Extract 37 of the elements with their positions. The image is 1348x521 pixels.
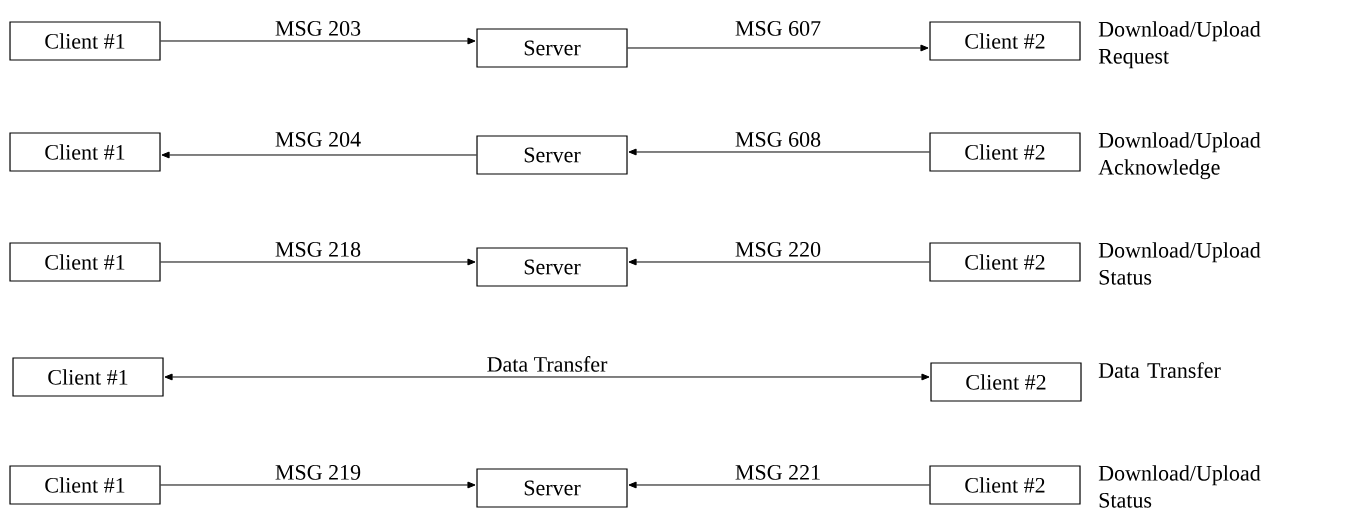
message-box: Client #1 [12,357,164,397]
arrow [628,258,930,266]
message-box: Client #1 [9,132,161,172]
description-text: Download/Upload Request [1098,21,1261,69]
message-box: Client #2 [930,362,1082,402]
arrow [160,258,476,266]
edge-label: MSG 607 [735,20,821,36]
message-box: Client #1 [9,21,161,61]
edge-label: MSG 219 [275,465,361,480]
message-box: Server [476,28,628,68]
edge-label: Data Transfer [487,356,608,372]
arrow [161,151,477,159]
description-text: Data Transfer [1098,362,1221,378]
edge-label: MSG 218 [275,241,361,257]
message-box: Server [476,247,628,287]
arrow [160,481,476,489]
description-text: Download/Upload Acknowledge [1098,132,1261,180]
message-box: Client #2 [929,132,1081,172]
arrow [627,44,929,52]
message-box: Client #2 [929,242,1081,282]
arrow [628,148,930,156]
edge-label: MSG 220 [735,241,821,257]
message-box: Client #1 [9,465,161,505]
message-box: Client #2 [929,21,1081,61]
edge-label: MSG 608 [735,131,821,147]
message-box: Server [476,468,628,508]
edge-label: MSG 204 [275,131,361,147]
description-text: Download/Upload Status [1098,465,1261,508]
arrow [628,481,930,489]
arrow [164,373,930,381]
edge-label: MSG 221 [735,465,820,480]
arrow [160,37,476,45]
message-box: Client #1 [9,242,161,282]
description-text: Download/Upload Status [1098,242,1261,285]
message-box: Client #2 [929,465,1081,505]
message-box: Server [476,135,628,175]
edge-label: MSG 203 [275,20,361,36]
